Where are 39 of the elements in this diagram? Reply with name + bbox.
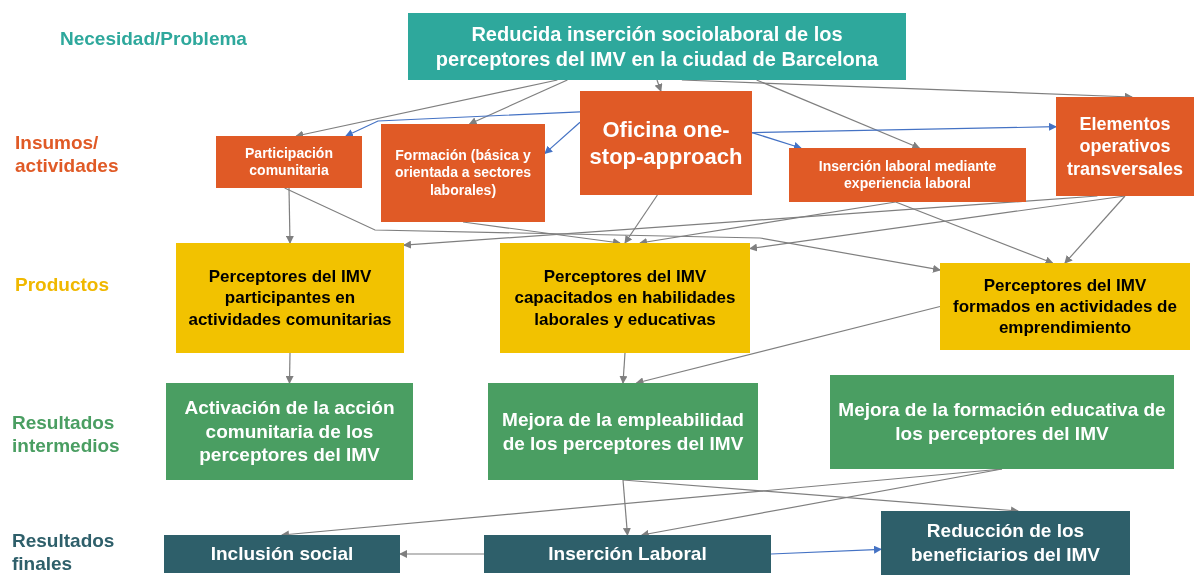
activity-box: Oficina one-stop-approach bbox=[580, 91, 752, 195]
level-label: Necesidad/Problema bbox=[60, 28, 248, 51]
activity-box: Participación comunitaria bbox=[216, 136, 362, 188]
arrow bbox=[751, 132, 802, 150]
activity-box: Inserción laboral mediante experiencia laboral bbox=[789, 148, 1026, 202]
arrow bbox=[284, 187, 941, 273]
outcome-box: Mejora de la formación educativa de los perceptores del IMV bbox=[830, 375, 1174, 469]
arrow bbox=[756, 79, 921, 149]
outcome-box: Activación de la acción comunitaria de los perceptores del IMV bbox=[166, 383, 413, 480]
arrow bbox=[624, 194, 658, 244]
arrow bbox=[895, 201, 1054, 265]
outcome-box: Mejora de la empleabilidad de los perceptores del IMV bbox=[488, 383, 758, 480]
activity-box: Formación (básica y orientada a sectores laborales) bbox=[381, 124, 545, 222]
arrow bbox=[285, 187, 294, 244]
problem-box: Reducida inserción sociolaboral de los perceptores del IMV en la ciudad de Barcelona bbox=[408, 13, 906, 80]
arrow bbox=[635, 305, 941, 386]
arrow bbox=[654, 79, 663, 92]
product-box: Perceptores del IMV capacitados en habilidades laborales y educativas bbox=[500, 243, 750, 353]
product-box: Perceptores del IMV formados en actividades de emprendimiento bbox=[940, 263, 1190, 350]
arrow bbox=[770, 545, 882, 555]
arrow bbox=[622, 479, 631, 536]
arrow bbox=[1064, 195, 1126, 264]
level-label: Resultados intermedios bbox=[12, 412, 121, 458]
arrow bbox=[619, 352, 628, 384]
final-outcome-box: Inclusión social bbox=[164, 535, 400, 573]
arrow bbox=[399, 550, 485, 558]
arrow bbox=[751, 122, 1057, 134]
arrow bbox=[468, 79, 568, 125]
final-outcome-box: Reducción de los beneficiarios del IMV bbox=[881, 511, 1130, 575]
final-outcome-box: Inserción Laboral bbox=[484, 535, 771, 573]
level-label: Productos bbox=[15, 274, 110, 297]
activity-box: Elementos operativos transversales bbox=[1056, 97, 1194, 196]
arrow bbox=[295, 79, 558, 139]
arrow bbox=[345, 111, 581, 137]
product-box: Perceptores del IMV participantes en actividades comunitarias bbox=[176, 243, 404, 353]
level-label: Resultados finales bbox=[12, 530, 116, 576]
arrow bbox=[544, 121, 581, 155]
level-label: Insumos/ actividades bbox=[15, 132, 120, 178]
arrow bbox=[285, 352, 294, 384]
